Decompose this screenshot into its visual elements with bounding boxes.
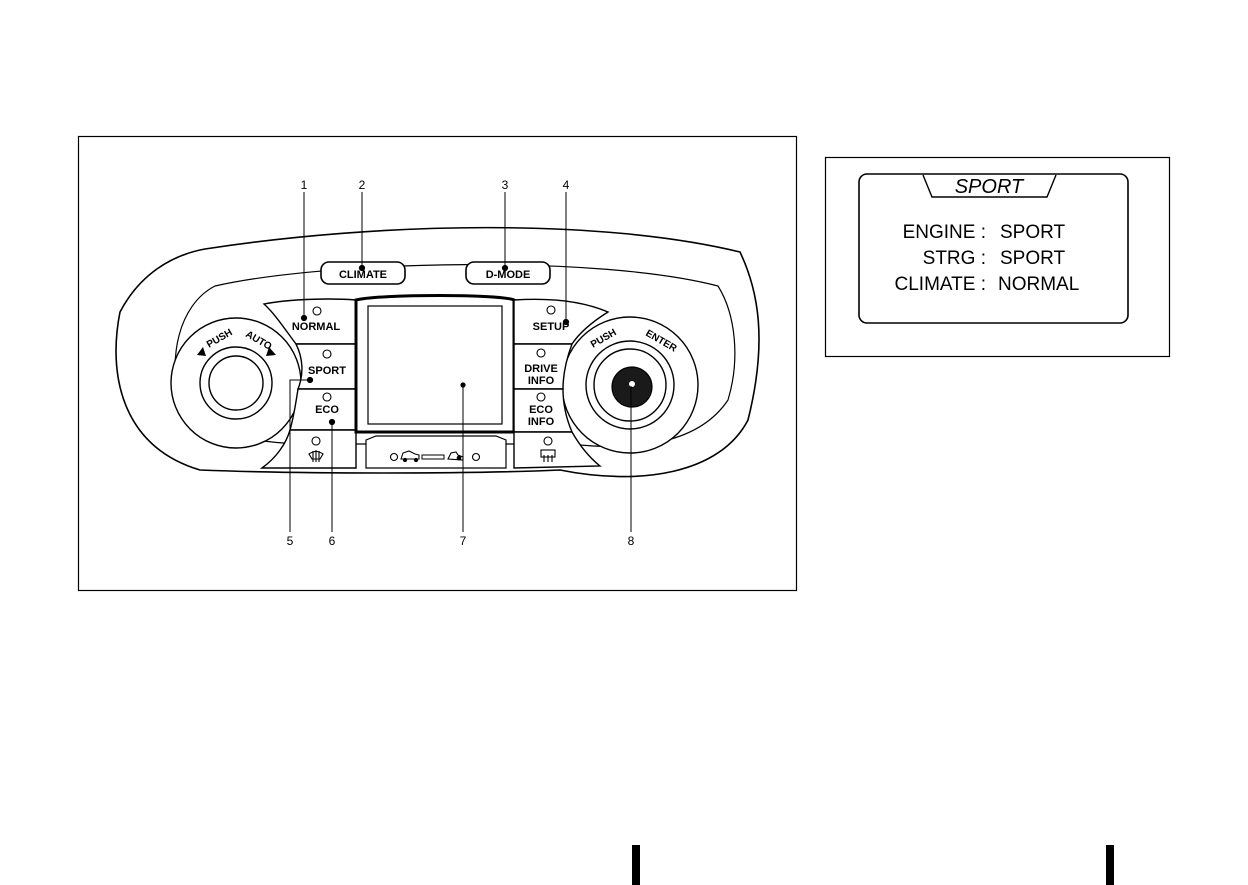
control-panel: PUSH AUTO PUSH ENTER NORMAL SPORT ECO <box>116 228 759 477</box>
strip-left-led-icon <box>391 454 398 461</box>
display-strg-value: SPORT <box>1000 248 1066 269</box>
left-knob-inner <box>209 356 263 410</box>
callout-8: 8 <box>628 534 635 548</box>
normal-indicator-icon <box>313 307 321 315</box>
sport-indicator-icon <box>323 350 331 358</box>
footer-marker-right <box>1106 845 1114 885</box>
setup-indicator-icon <box>547 306 555 314</box>
strip-right-led-icon <box>473 454 480 461</box>
callout-6: 6 <box>329 534 336 548</box>
callout-4: 4 <box>563 178 570 192</box>
leader-dot-1 <box>301 315 306 320</box>
eco-button-label: ECO <box>315 404 339 416</box>
callout-1: 1 <box>301 178 308 192</box>
display-strg-label: STRG : <box>923 248 986 269</box>
leader-dot-3 <box>502 265 507 270</box>
front-defrost-indicator-icon <box>312 437 320 445</box>
strip-bar-icon <box>422 455 444 459</box>
d-mode-button-label: D-MODE <box>486 269 531 281</box>
display-inset: SPORT ENGINE : SPORT STRG : SPORT CLIMAT… <box>826 158 1170 357</box>
display-engine-value: SPORT <box>1000 222 1066 243</box>
drive-info-label-line2: INFO <box>528 375 555 387</box>
right-knob[interactable]: PUSH ENTER <box>562 317 698 453</box>
eco-indicator-icon <box>323 393 331 401</box>
normal-button-label: NORMAL <box>292 321 341 333</box>
left-knob[interactable]: PUSH AUTO <box>171 318 301 448</box>
eco-info-label-line2: INFO <box>528 416 555 428</box>
callout-5: 5 <box>287 534 294 548</box>
leader-dot-2 <box>359 265 364 270</box>
leader-dot-4 <box>563 319 568 324</box>
eco-info-indicator-icon <box>537 393 545 401</box>
display-climate-label: CLIMATE : <box>895 274 987 295</box>
drive-info-label-line1: DRIVE <box>524 363 558 375</box>
center-display-unit <box>356 296 514 469</box>
sport-button-label: SPORT <box>308 365 346 377</box>
rear-defrost-indicator-icon <box>544 437 552 445</box>
display-mode-title: SPORT <box>955 176 1025 198</box>
callout-3: 3 <box>502 178 509 192</box>
right-knob-callout-dot <box>629 381 635 387</box>
callout-7: 7 <box>460 534 467 548</box>
center-screen <box>368 306 502 424</box>
leader-dot-5 <box>307 377 312 382</box>
display-engine-label: ENGINE : <box>903 222 986 243</box>
display-climate-value: NORMAL <box>998 274 1079 295</box>
footer-marker-left <box>632 845 640 885</box>
drive-info-indicator-icon <box>537 349 545 357</box>
leader-dot-6 <box>329 419 334 424</box>
eco-info-label-line1: ECO <box>529 404 553 416</box>
callout-2: 2 <box>359 178 366 192</box>
indicator-strip <box>366 436 506 468</box>
